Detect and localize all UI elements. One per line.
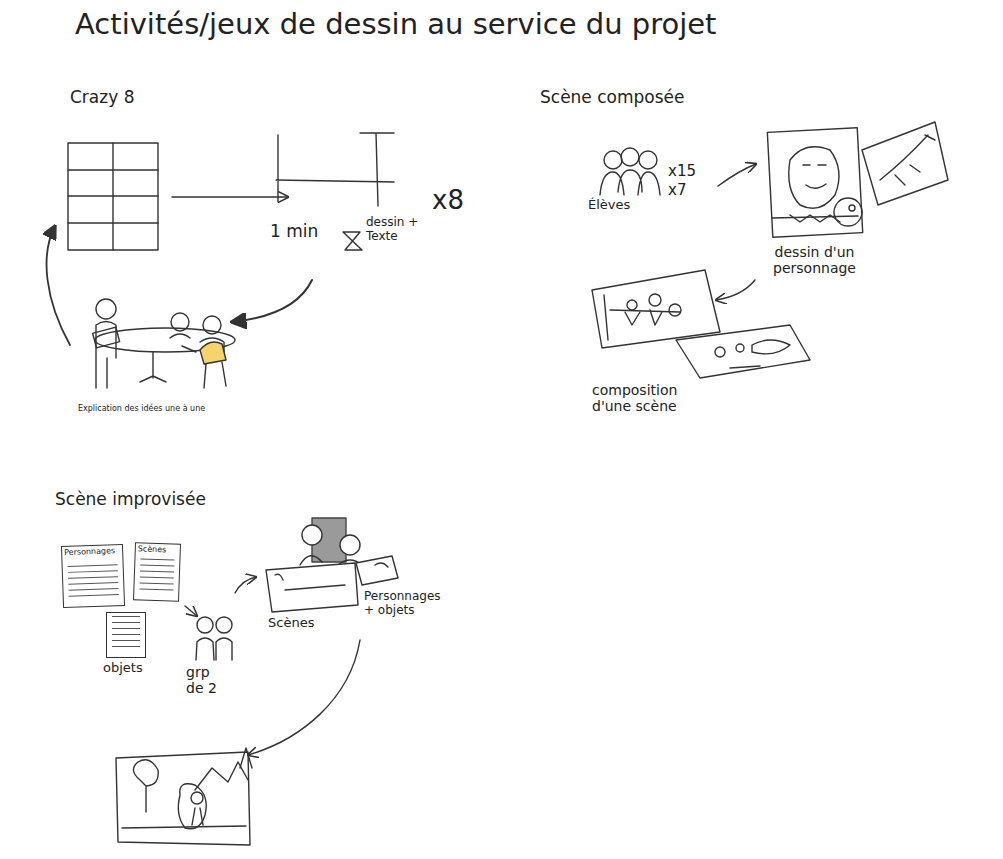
count-label: x15: [668, 163, 696, 180]
step-label: composition d'une scène: [592, 382, 712, 414]
ruled-lines: [112, 616, 140, 652]
ruled-lines: [68, 564, 119, 602]
list-sheet: Personnages: [61, 544, 125, 608]
sheet-title: Scènes: [136, 543, 180, 555]
list-sheet: objets: [106, 612, 146, 658]
duration-label: 1 min: [270, 222, 318, 242]
ruled-line: [139, 588, 173, 595]
step-label: dessin d'un personnage: [752, 244, 877, 276]
ruled-lines: [139, 558, 174, 595]
ruled-line: [112, 646, 140, 652]
step-label: Scènes: [268, 616, 314, 631]
section-title: Crazy 8: [70, 88, 134, 108]
note-label: dessin + Texte: [366, 216, 428, 244]
diagram-title: Activités/jeux de dessin au service du p…: [75, 8, 716, 41]
ruled-line: [69, 594, 119, 602]
group-label: grp de 2: [186, 664, 230, 696]
sheet-title: Personnages: [62, 545, 122, 558]
group-label: Élèves: [588, 198, 630, 213]
count-label: x8: [432, 186, 464, 216]
step-label: Personnages + objets: [364, 590, 444, 618]
sheet-title: objets: [103, 661, 143, 675]
section-title: Scène improvisée: [55, 490, 206, 510]
section-title: Scène composée: [540, 88, 685, 108]
count-label: x7: [668, 182, 686, 199]
list-sheet: Scènes: [133, 542, 181, 602]
caption-note: Explication des idées une à une: [78, 404, 205, 413]
